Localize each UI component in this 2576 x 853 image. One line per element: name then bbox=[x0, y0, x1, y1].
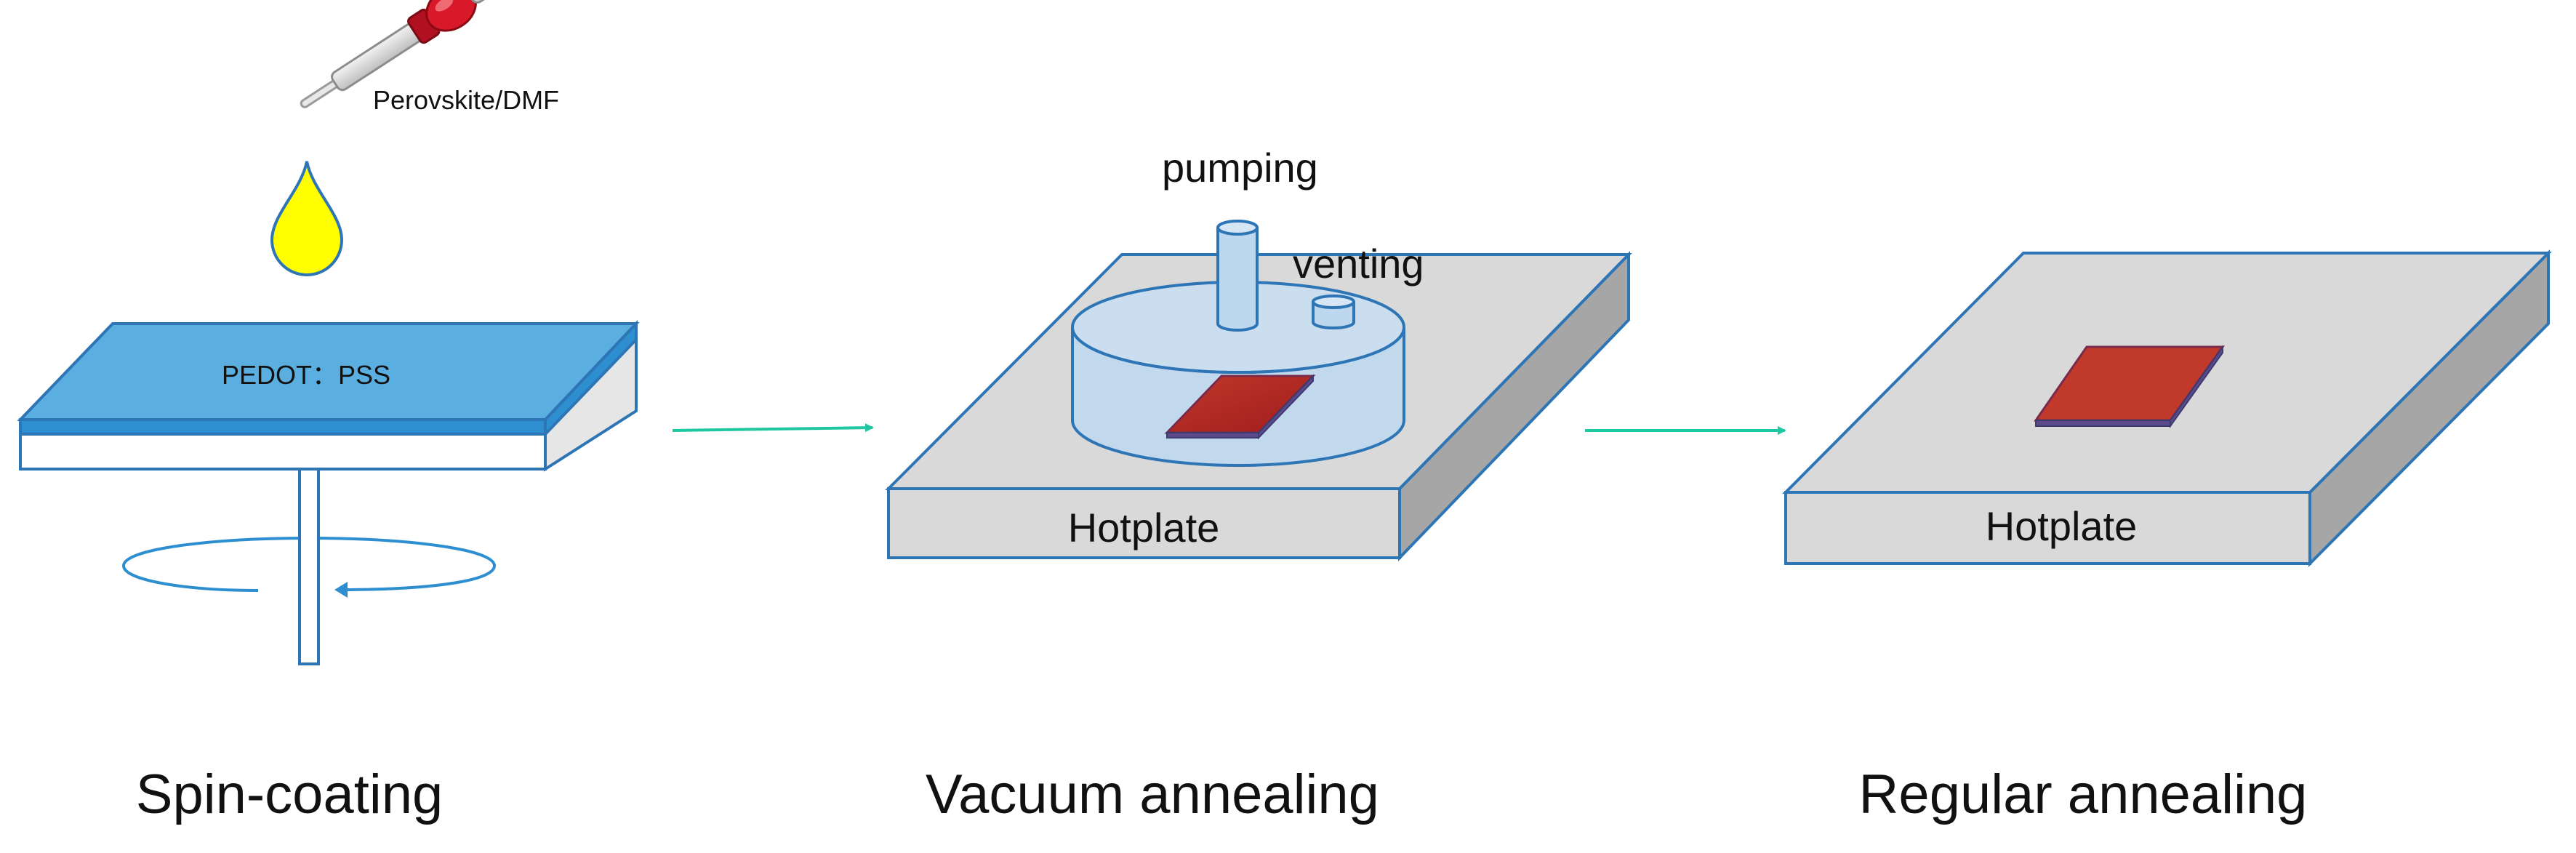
dropper-icon bbox=[300, 0, 491, 108]
pumping-tube bbox=[1216, 220, 1259, 332]
spindle bbox=[298, 468, 320, 665]
hotplate-vacuum-label: Hotplate bbox=[1068, 505, 1220, 550]
substrate-vacuum bbox=[1164, 374, 1316, 440]
process-arrow-1 bbox=[672, 423, 874, 433]
spin-coating-stage: Perovskite/DMF PEDOT：PSS bbox=[17, 0, 640, 665]
pedot-pss-label: PEDOT：PSS bbox=[222, 360, 390, 390]
regular-annealing-title: Regular annealing bbox=[1859, 764, 2308, 825]
vacuum-annealing-title: Vacuum annealing bbox=[926, 764, 1379, 825]
perovskite-dmf-label: Perovskite/DMF bbox=[373, 85, 559, 115]
hotplate-regular-label: Hotplate bbox=[1986, 503, 2138, 549]
venting-label: venting bbox=[1293, 241, 1424, 287]
spin-coating-title: Spin-coating bbox=[136, 764, 444, 825]
regular-annealing-stage: Hotplate bbox=[1782, 249, 2552, 567]
pedot-pss-layer bbox=[17, 319, 640, 438]
droplet-icon bbox=[270, 161, 344, 276]
substrate-regular bbox=[2034, 344, 2225, 429]
pumping-label: pumping bbox=[1162, 145, 1318, 191]
venting-port bbox=[1312, 295, 1355, 329]
vacuum-annealing-stage: Hotplate pumping venting bbox=[885, 145, 1632, 561]
